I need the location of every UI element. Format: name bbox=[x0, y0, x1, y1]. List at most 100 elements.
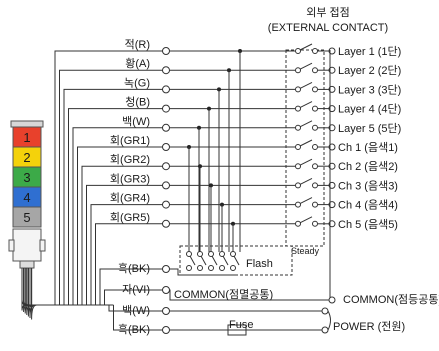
contact-blade bbox=[299, 43, 313, 51]
contact-node bbox=[312, 67, 318, 74]
wire-terminal bbox=[162, 47, 170, 55]
contact-node bbox=[295, 67, 301, 74]
bundle-wire bbox=[23, 268, 60, 306]
power-terminal bbox=[321, 326, 329, 334]
flash-node bbox=[208, 265, 214, 271]
wire-label: 녹(G) bbox=[124, 76, 150, 89]
flash-node bbox=[186, 265, 192, 271]
wire-label: 회(GR2) bbox=[110, 153, 150, 166]
flash-node bbox=[186, 251, 192, 257]
flash-blade bbox=[200, 255, 207, 266]
contact-blade bbox=[299, 139, 313, 147]
bundle-wire bbox=[27, 268, 105, 317]
contact-node bbox=[295, 144, 301, 150]
output-label: Layer 1 (1단) bbox=[338, 45, 401, 58]
contact-node bbox=[295, 220, 301, 227]
output-label: Ch 5 (음색5) bbox=[338, 218, 398, 231]
feed-wire bbox=[108, 305, 166, 312]
wire-terminal bbox=[162, 200, 170, 209]
feed-wire bbox=[54, 50, 166, 305]
flash-node bbox=[230, 265, 236, 271]
wire-label: 회(GR5) bbox=[110, 211, 150, 224]
tower-segment-number: 5 bbox=[23, 210, 30, 225]
tower-segment-number: 1 bbox=[23, 130, 30, 145]
wire-label: 회(GR4) bbox=[110, 192, 150, 205]
bottom-wire-label: 흑(BK) bbox=[118, 261, 150, 275]
bottom-terminal bbox=[162, 265, 170, 273]
output-label: Layer 2 (2단) bbox=[338, 64, 401, 77]
fuse-label: Fuse bbox=[229, 319, 253, 331]
contact-node bbox=[312, 86, 318, 93]
wire-label: 회(GR3) bbox=[110, 172, 150, 185]
output-label: Ch 2 (음색2) bbox=[338, 160, 398, 173]
bottom-terminal bbox=[162, 286, 170, 294]
feed-wire bbox=[81, 165, 166, 305]
tower-top-cap bbox=[10, 120, 44, 128]
flash-node bbox=[230, 251, 236, 257]
wire-terminal bbox=[162, 104, 170, 113]
tower-body-base bbox=[12, 228, 42, 262]
feed-wire bbox=[113, 305, 166, 331]
wire-label: 황(A) bbox=[125, 57, 150, 70]
feed-wire bbox=[63, 88, 166, 305]
wire-label: 적(R) bbox=[125, 38, 150, 51]
contact-node bbox=[295, 86, 301, 93]
feed-wire bbox=[95, 223, 166, 305]
bundle-wire bbox=[24, 268, 64, 306]
output-label: Ch 4 (음색4) bbox=[338, 199, 398, 212]
external-contact-subtitle: (EXTERNAL CONTACT) bbox=[268, 22, 388, 34]
flash-node bbox=[197, 251, 203, 257]
tower-segment-5 bbox=[12, 206, 42, 228]
common-outer-label: COMMON(점등공통) bbox=[343, 293, 439, 306]
feed-wire bbox=[77, 146, 166, 305]
tower-cable-gland bbox=[19, 260, 35, 269]
external-contact-title: 외부 접점 bbox=[306, 6, 350, 19]
output-label: Ch 3 (음색3) bbox=[338, 179, 398, 192]
contact-blade bbox=[299, 177, 313, 185]
wire-terminal bbox=[162, 85, 170, 94]
contact-node bbox=[312, 105, 318, 112]
bundle-wire bbox=[31, 268, 82, 310]
common-inner-label: COMMON(점멸공통) bbox=[174, 288, 273, 301]
contact-node bbox=[312, 144, 318, 150]
wire-terminal bbox=[162, 123, 170, 132]
feed-wire bbox=[90, 204, 166, 305]
contact-node bbox=[312, 124, 318, 131]
flash-blade bbox=[222, 255, 229, 266]
bundle-wire bbox=[26, 268, 100, 316]
flash-blade bbox=[211, 255, 218, 266]
contact-blade bbox=[299, 81, 313, 89]
feed-wire bbox=[104, 289, 166, 305]
common-terminal bbox=[328, 296, 336, 304]
power-bracket bbox=[327, 310, 331, 331]
output-label: Layer 5 (5단) bbox=[338, 122, 401, 135]
power-label: POWER (전원) bbox=[333, 320, 405, 333]
bundle-wire bbox=[26, 268, 69, 306]
flash-node bbox=[219, 251, 225, 257]
bundle-wire bbox=[29, 268, 109, 319]
feed-wire bbox=[68, 108, 166, 305]
contact-blade bbox=[299, 197, 313, 205]
output-label: Layer 3 (3단) bbox=[338, 83, 401, 96]
bundle-wire bbox=[31, 268, 114, 320]
contact-node bbox=[295, 105, 301, 112]
output-label: Layer 4 (4단) bbox=[338, 103, 401, 116]
bottom-terminal bbox=[162, 326, 170, 334]
flash-node bbox=[208, 251, 214, 257]
bundle-wire bbox=[24, 268, 96, 314]
contact-node bbox=[312, 48, 318, 54]
tower-segment-number: 3 bbox=[23, 170, 30, 185]
cable-bundle bbox=[21, 50, 166, 331]
flash-label: Flash bbox=[246, 258, 273, 270]
tower-segment-number: 4 bbox=[23, 190, 30, 205]
bottom-wire-label: 흑(BK) bbox=[118, 322, 150, 336]
wire-label: 백(W) bbox=[122, 115, 150, 128]
power-terminal bbox=[321, 307, 329, 315]
flash-blade bbox=[189, 255, 196, 266]
contact-node bbox=[312, 201, 318, 208]
wire-terminal bbox=[162, 219, 170, 228]
feed-wire bbox=[99, 268, 166, 305]
bottom-wire-label: 백(W) bbox=[122, 304, 150, 317]
